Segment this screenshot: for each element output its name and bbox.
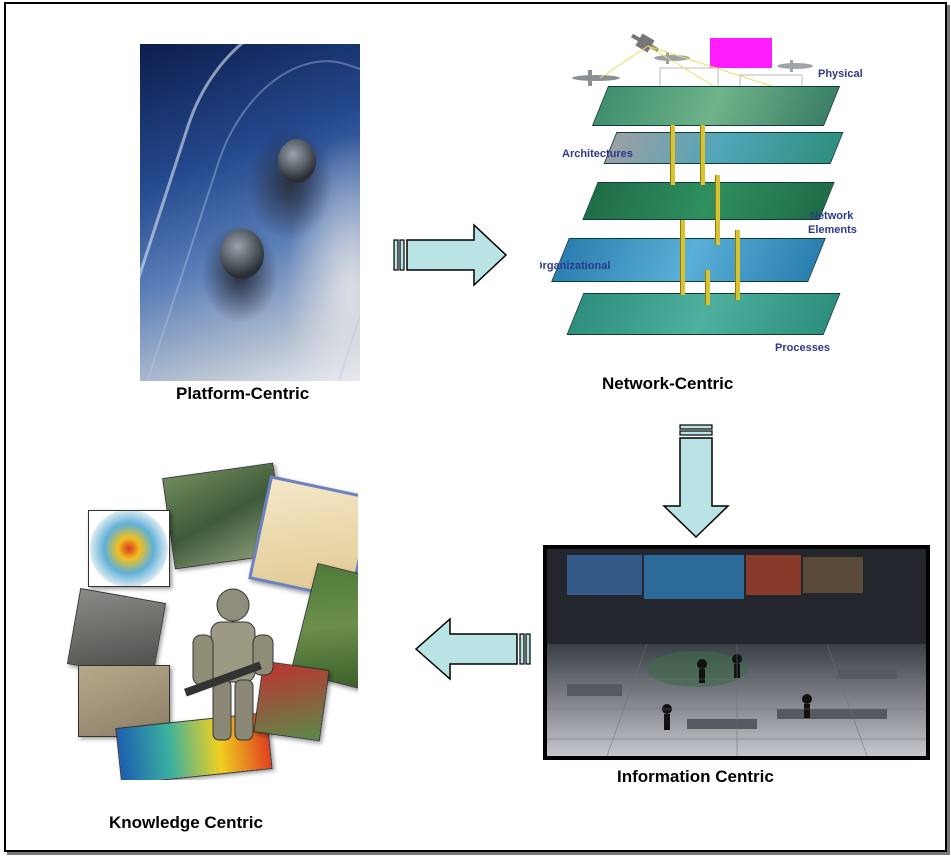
connector — [680, 220, 685, 295]
cockpit-image — [140, 44, 360, 381]
label-network-elements-1: Network — [810, 210, 854, 222]
arrow-left-icon — [414, 617, 531, 681]
connector — [670, 125, 675, 185]
label-physical: Physical — [818, 68, 863, 80]
layer-network-elements — [582, 182, 835, 220]
pilot-helmet-front — [220, 229, 264, 279]
layer-processes — [566, 293, 841, 335]
caption-information-centric: Information Centric — [617, 767, 774, 786]
label-network-elements-2: Elements — [808, 224, 857, 236]
control-room-scene — [547, 549, 926, 756]
pilot-helmet-rear — [278, 139, 316, 183]
connector — [715, 175, 720, 245]
network-layer-stack: Physical Architectures Network Elements … — [540, 30, 870, 365]
soldier-figure — [184, 588, 274, 741]
connector — [735, 230, 740, 300]
label-architectures: Architectures — [562, 148, 633, 160]
diagram-frame — [4, 2, 947, 852]
caption-platform-centric: Platform-Centric — [176, 384, 310, 403]
arrow-right-icon — [393, 223, 508, 287]
layer-architectures — [603, 132, 844, 164]
label-processes: Processes — [775, 342, 831, 354]
knowledge-collage — [58, 460, 358, 780]
connector — [700, 125, 705, 185]
caption-knowledge-centric: Knowledge Centric — [109, 813, 263, 832]
label-organizational: Organizational — [540, 260, 611, 272]
layer-physical — [591, 86, 841, 126]
arrow-down-icon — [662, 424, 730, 539]
caption-network-centric: Network-Centric — [602, 374, 734, 393]
connector — [705, 270, 710, 305]
radar-plot-card — [88, 510, 170, 587]
control-room-image — [543, 545, 930, 760]
